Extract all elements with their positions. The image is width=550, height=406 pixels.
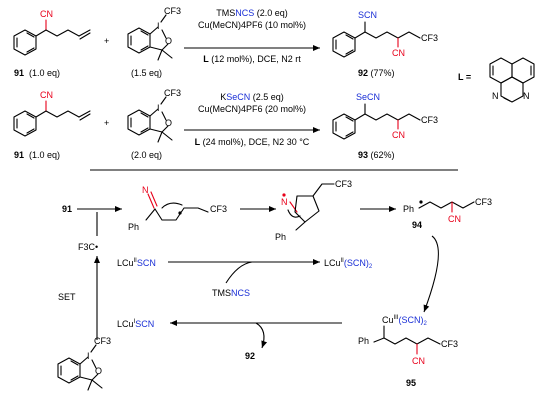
thiocyanate-group: SCN [358, 10, 377, 20]
cyano-label: CN [392, 48, 405, 58]
iodine-atom: I [157, 21, 160, 31]
reagent-eq: (1.5 eq) [131, 68, 162, 78]
cyano-label: CN [448, 214, 461, 224]
iodine-atom: I [87, 351, 90, 361]
substrate-91-structure: CN [13, 90, 91, 137]
alkyl-radical-intermediate: N Ph CF3 [128, 185, 227, 232]
selenocyanate-group: SeCN [356, 92, 380, 102]
plus-sign: + [104, 36, 109, 46]
condition-line-3: L (24 mol%), DCE, N2 30 °C [195, 137, 310, 147]
intermediate-94-label: 94 [412, 220, 422, 230]
condition-line-2: Cu(MeCN)4PF6 (10 mol%) [198, 20, 306, 30]
phenyl-label: Ph [358, 336, 369, 346]
intermediate-95-structure: CuIII(SCN)2 Ph CN CF3 [358, 315, 458, 366]
copper-iii-species: CuIII(SCN)2 [382, 315, 428, 327]
cyano-label: CN [40, 9, 53, 19]
substrate-eq: (1.0 eq) [29, 150, 60, 160]
copper-ii-bis-species: LCuII(SCN)2 [324, 258, 373, 270]
product-92-label: 92 [245, 351, 255, 361]
product-release-arrow [255, 322, 268, 349]
togni-reagent-structure: I O CF3 [127, 6, 181, 61]
cf3-group: CF3 [164, 88, 181, 98]
cf3-group: CF3 [210, 204, 227, 214]
nitrogen-atom: N [142, 185, 149, 195]
copper-i-species: LCuISCN [117, 319, 154, 329]
cf3-group: CF3 [441, 339, 458, 349]
nitrogen-atom: N [492, 91, 499, 101]
copper-ii-species: LCuIISCN [117, 258, 156, 268]
cf3-group: CF3 [475, 197, 492, 207]
substrate-91-structure: CN [13, 9, 91, 56]
set-label: SET [58, 292, 76, 302]
phenyl-label: Ph [275, 232, 286, 242]
substrate-label: 91 [14, 68, 24, 78]
cf3-radical: F3C• [78, 242, 98, 252]
cyano-label: CN [412, 356, 425, 366]
cyano-label: CN [392, 130, 405, 140]
plus-sign: + [104, 118, 109, 128]
intermediate-94-structure: Ph CN CF3 [403, 197, 492, 224]
togni-reagent-structure: I O CF3 [127, 88, 181, 143]
phenyl-label: Ph [128, 222, 139, 232]
substrate-label: 91 [14, 150, 24, 160]
cyano-label: CN [40, 90, 53, 100]
cf3-group: CF3 [421, 115, 438, 125]
condition-line-1: TMSNCS (2.0 eq) [216, 8, 288, 18]
radical-capture-arrow [423, 235, 439, 313]
cf3-group: CF3 [421, 33, 438, 43]
tmsncs-reagent: TMSNCS [212, 288, 250, 298]
product-93-structure: SeCN CN CF3 [332, 92, 438, 140]
iminyl-radical-intermediate: N CF3 Ph [275, 179, 352, 242]
nitrogen-atom: N [281, 197, 288, 207]
cf3-group: CF3 [335, 179, 352, 189]
condition-line-2: Cu(MeCN)4PF6 (20 mol%) [198, 104, 306, 114]
ligand-phenanthroline: L = N N [458, 57, 535, 103]
cycle-start-label: 91 [62, 204, 72, 214]
intermediate-95-label: 95 [406, 378, 416, 388]
ring-opening-arrow [287, 209, 301, 218]
condition-line-3: L (12 mol%), DCE, N2 rt [203, 54, 301, 64]
nitrogen-atom: N [523, 91, 530, 101]
phenyl-label: Ph [403, 204, 414, 214]
reaction-1: CN 91 (1.0 eq) + I O CF3 (1.5 eq) [13, 6, 438, 78]
oxygen-atom: O [95, 366, 102, 376]
reaction-2: CN 91 (1.0 eq) + I O CF3 (2.0 eq) KSeCN … [13, 88, 438, 160]
condition-line-1: KSeCN (2.5 eq) [220, 92, 284, 102]
cf3-group: CF3 [164, 6, 181, 16]
oxygen-atom: O [165, 36, 172, 46]
cyclization-arrow [161, 202, 183, 209]
iodine-atom: I [157, 103, 160, 113]
tmsncs-entry-arrow [225, 261, 253, 284]
reagent-eq: (2.0 eq) [131, 150, 162, 160]
togni-reagent-cycle-structure: I O CF3 [57, 336, 111, 391]
cf3-group: CF3 [94, 336, 111, 346]
product-92-structure: SCN CN CF3 [332, 10, 438, 58]
product-label: 92 (77%) [358, 68, 395, 78]
oxygen-atom: O [165, 118, 172, 128]
mechanism-cycle: 91 N Ph CF3 N CF3 Ph [57, 179, 492, 391]
ligand-label: L = [458, 72, 471, 82]
substrate-eq: (1.0 eq) [29, 68, 60, 78]
product-label: 93 (62%) [358, 150, 395, 160]
